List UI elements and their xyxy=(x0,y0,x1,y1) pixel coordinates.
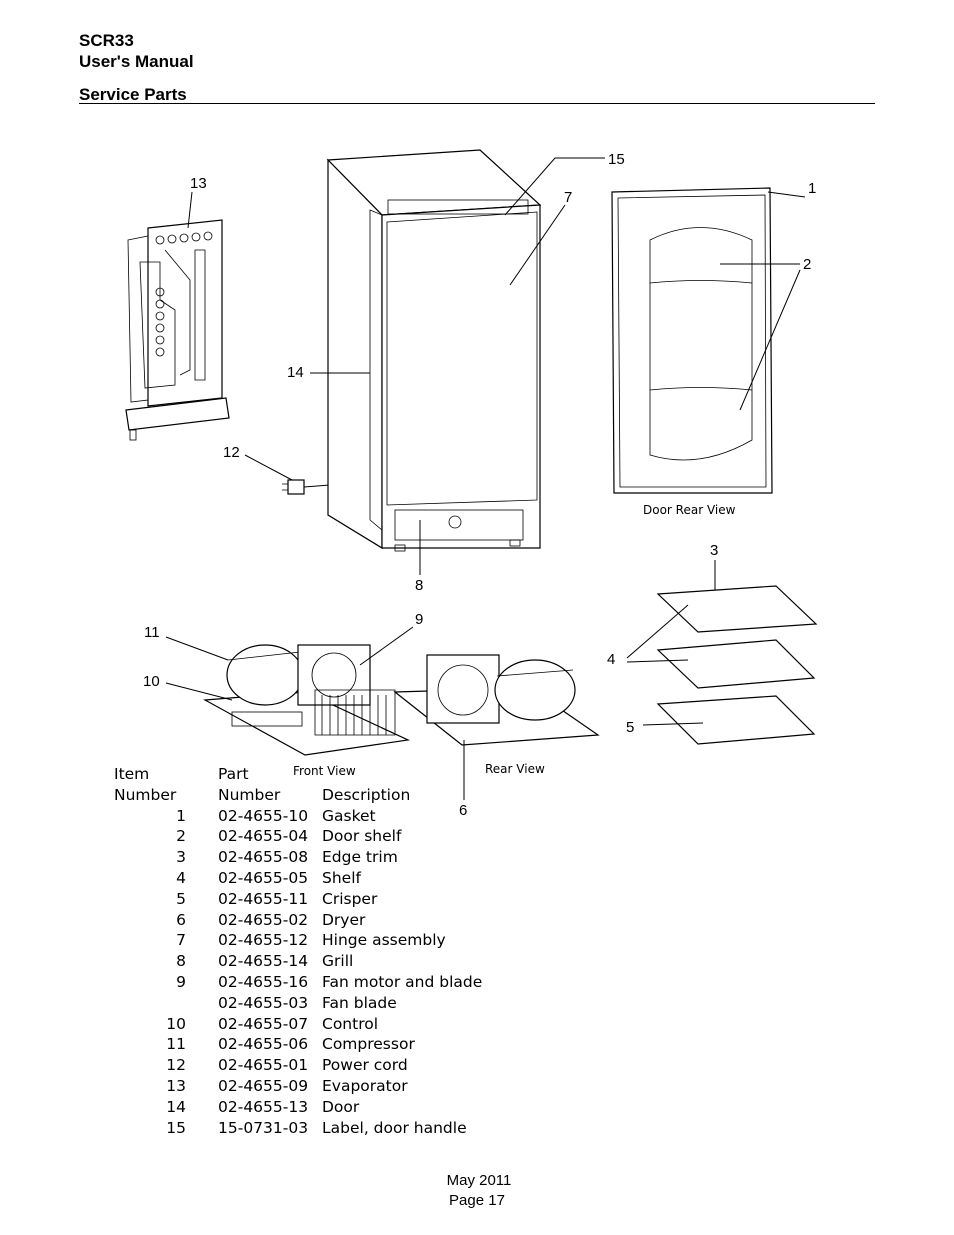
item-number: 12 xyxy=(166,1056,186,1075)
item-number: 11 xyxy=(166,1035,186,1054)
callout-11: 11 xyxy=(144,624,160,641)
description: Shelf xyxy=(322,868,361,887)
section-title: Service Parts xyxy=(79,85,187,104)
description: Compressor xyxy=(322,1035,415,1054)
footer-date: May 2011 xyxy=(446,1172,512,1189)
description: Door xyxy=(322,1097,360,1116)
manual-title: User's Manual xyxy=(79,52,194,71)
part-number: 02-4655-04 xyxy=(218,827,309,846)
callout-6: 6 xyxy=(459,802,467,819)
callout-5: 5 xyxy=(626,719,634,736)
callout-7: 7 xyxy=(564,189,572,206)
item-number: 6 xyxy=(176,910,186,929)
part-number: 02-4655-05 xyxy=(218,868,309,887)
part-number-header: Number xyxy=(218,785,281,804)
power-cord-illustration xyxy=(282,479,331,495)
part-number: 02-4655-16 xyxy=(218,972,309,991)
footer-page: Page 17 xyxy=(449,1192,505,1209)
part-number: 02-4655-09 xyxy=(218,1076,309,1095)
description: Power cord xyxy=(322,1056,408,1075)
callout-8: 8 xyxy=(415,577,423,594)
rear-view-label: Rear View xyxy=(485,762,545,776)
description: Dryer xyxy=(322,910,366,929)
shelves-illustration xyxy=(656,585,818,745)
description: Crisper xyxy=(322,889,378,908)
front-view-label: Front View xyxy=(293,764,356,778)
callout-1: 1 xyxy=(808,180,816,197)
part-number: 02-4655-08 xyxy=(218,848,309,867)
part-number: 02-4655-11 xyxy=(218,889,309,908)
item-number: 10 xyxy=(166,1014,186,1033)
description: Edge trim xyxy=(322,848,398,867)
part-number: 02-4655-07 xyxy=(218,1014,309,1033)
part-number: 02-4655-12 xyxy=(218,931,309,950)
description: Label, door handle xyxy=(322,1118,467,1137)
description: Control xyxy=(322,1014,379,1033)
evaporator-illustration xyxy=(125,219,230,441)
model-name: SCR33 xyxy=(79,31,134,50)
item-number: 8 xyxy=(176,952,186,971)
description: Gasket xyxy=(322,806,376,825)
part-number: 02-4655-06 xyxy=(218,1035,309,1054)
cabinet-illustration xyxy=(326,149,542,552)
description: Fan motor and blade xyxy=(322,972,483,991)
callout-15: 15 xyxy=(608,151,625,168)
part-header: Part xyxy=(218,765,249,783)
item-number: 7 xyxy=(176,931,186,950)
leader-lines xyxy=(165,157,806,800)
callout-3: 3 xyxy=(710,542,718,559)
callout-13: 13 xyxy=(190,175,207,192)
callout-2: 2 xyxy=(803,256,811,273)
part-number: 02-4655-10 xyxy=(218,806,309,825)
door-rear-view-label: Door Rear View xyxy=(643,503,736,517)
description: Hinge assembly xyxy=(322,931,446,950)
item-number: 15 xyxy=(166,1118,186,1137)
part-number: 02-4655-02 xyxy=(218,910,309,929)
compressor-front-illustration xyxy=(202,644,411,756)
description: Door shelf xyxy=(322,827,402,846)
description-header: Description xyxy=(322,785,411,804)
callout-9: 9 xyxy=(415,611,423,628)
part-number: 15-0731-03 xyxy=(218,1118,309,1137)
part-number: 02-4655-01 xyxy=(218,1056,309,1075)
item-number: 1 xyxy=(176,806,186,825)
item-number: 5 xyxy=(176,889,186,908)
door-rear-illustration xyxy=(611,187,773,494)
header-rule xyxy=(79,103,875,104)
item-header: Item xyxy=(114,765,150,783)
part-number: 02-4655-13 xyxy=(218,1097,309,1116)
part-number: 02-4655-03 xyxy=(218,993,309,1012)
item-number: 9 xyxy=(176,972,186,991)
callout-14: 14 xyxy=(287,364,304,381)
item-number: 3 xyxy=(176,848,186,867)
part-number: 02-4655-14 xyxy=(218,952,309,971)
description: Evaporator xyxy=(322,1076,408,1095)
item-number-header: Number xyxy=(114,785,177,804)
item-number: 4 xyxy=(176,868,186,887)
callout-4: 4 xyxy=(607,651,615,668)
description: Grill xyxy=(322,952,354,971)
item-number: 14 xyxy=(166,1097,186,1116)
callout-12: 12 xyxy=(223,444,240,461)
description: Fan blade xyxy=(322,993,397,1012)
compressor-rear-illustration xyxy=(393,654,600,746)
item-number: 2 xyxy=(176,827,186,846)
callout-10: 10 xyxy=(143,673,160,690)
item-number: 13 xyxy=(166,1076,186,1095)
